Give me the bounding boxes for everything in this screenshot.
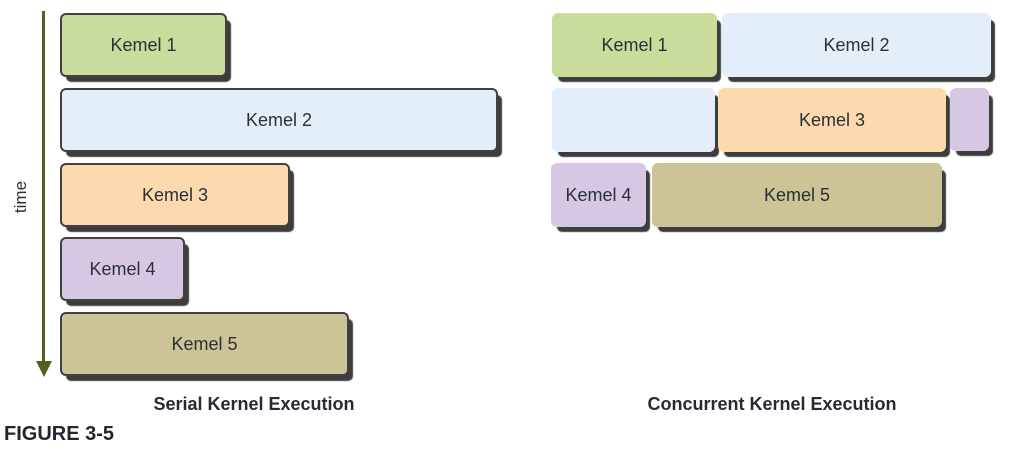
kernel-box-concurrent-kemel-5: Kemel 5 xyxy=(652,163,942,227)
kernel-box-concurrent-kemel-1: Kemel 1 xyxy=(552,13,717,77)
time-axis-line xyxy=(42,11,45,363)
kernel-box-serial-kemel-4: Kemel 4 xyxy=(60,237,185,301)
kernel-box-concurrent-kemel-4: Kemel 4 xyxy=(551,163,646,227)
kernel-box-concurrent-unlabeled-4 xyxy=(950,88,989,151)
kernel-box-concurrent-kemel-3: Kemel 3 xyxy=(718,88,946,152)
kernel-box-label: Kemel 4 xyxy=(89,258,156,279)
kernel-box-serial-kemel-1: Kemel 1 xyxy=(60,13,227,77)
kernel-box-label: Kemel 1 xyxy=(601,34,668,55)
caption-serial-kernel-execution: Serial Kernel Execution xyxy=(153,394,355,414)
arrow-down-icon xyxy=(36,361,52,377)
kernel-box-serial-kemel-5: Kemel 5 xyxy=(60,312,349,376)
time-axis-label: time xyxy=(11,180,30,214)
kernel-box-label: Kemel 4 xyxy=(565,184,632,205)
kernel-box-serial-kemel-2: Kemel 2 xyxy=(60,88,498,152)
figure-label: FIGURE 3-5 xyxy=(4,423,115,445)
kernel-box-concurrent-unlabeled-2 xyxy=(552,88,715,152)
kernel-box-label: Kemel 5 xyxy=(763,184,831,205)
kernel-box-serial-kemel-3: Kemel 3 xyxy=(60,163,290,227)
kernel-box-label: Kemel 2 xyxy=(245,109,313,130)
caption-concurrent-kernel-execution: Concurrent Kernel Execution xyxy=(647,394,897,414)
kernel-box-label: Kemel 5 xyxy=(171,333,238,354)
kernel-box-concurrent-kemel-2: Kemel 2 xyxy=(722,13,991,77)
kernel-box-label: Kemel 3 xyxy=(141,184,209,205)
kernel-box-label: Kemel 1 xyxy=(110,34,177,55)
kernel-box-label: Kemel 2 xyxy=(823,34,890,55)
kernel-box-label: Kemel 3 xyxy=(798,109,866,130)
